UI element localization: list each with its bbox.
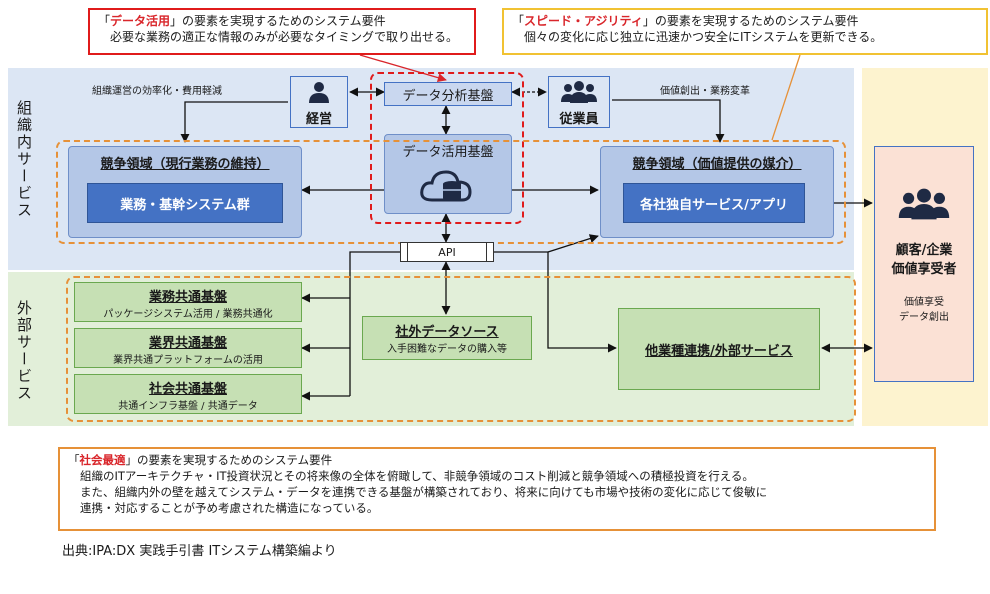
competitive-current-panel: 競争領域（現行業務の維持） 業務・基幹システム群 xyxy=(68,146,302,238)
outer-service-label: 外部サービス xyxy=(15,300,33,402)
data-utilization-label: データ活用基盤 xyxy=(402,145,494,160)
employees-label: 従業員 xyxy=(559,112,599,127)
cloud-database-icon xyxy=(420,170,472,202)
outer-service-group xyxy=(66,276,856,422)
api-label: API xyxy=(438,245,456,259)
callout-data-utilization: 「データ活用」の要素を実現するためのシステム要件 必要な業務の適正な情報のみが必… xyxy=(88,8,476,55)
competitive-value-title: 競争領域（価値提供の媒介） xyxy=(632,157,802,172)
customer-title1: 顧客/企業 xyxy=(895,243,953,258)
competitive-value-panel: 競争領域（価値提供の媒介） 各社独自サービス/アプリ xyxy=(600,146,834,238)
cross-industry-services: 他業種連携/外部サービス xyxy=(618,308,820,390)
callout-data-utilization-heading: 「データ活用」の要素を実現するためのシステム要件 xyxy=(98,14,386,28)
callout-social-heading: 「社会最適」の要素を実現するためのシステム要件 xyxy=(68,453,333,467)
customer-sub2: データ創出 xyxy=(899,312,949,323)
label-value-creation: 価値創出・業務変革 xyxy=(660,86,750,97)
group-icon xyxy=(561,81,597,103)
customer-box: 顧客/企業 価値享受者 価値享受 データ創出 xyxy=(874,146,974,382)
core-systems-box: 業務・基幹システム群 xyxy=(87,183,283,223)
own-services-box: 各社独自サービス/アプリ xyxy=(623,183,805,223)
callout-social-desc2: また、組織内外の壁を越えてシステム・データを連携できる基盤が構築されており、将来… xyxy=(80,485,768,499)
data-platform-group xyxy=(370,72,524,224)
social-common-platform: 社会共通基盤 共通インフラ基盤 / 共通データ xyxy=(74,374,302,414)
industry-common-title: 業界共通基盤 xyxy=(148,336,227,351)
person-icon xyxy=(309,82,329,103)
employees-box: 従業員 xyxy=(548,76,610,128)
social-common-title: 社会共通基盤 xyxy=(148,382,227,397)
management-box: 経営 xyxy=(290,76,348,128)
industry-common-sub: 業界共通プラットフォームの活用 xyxy=(113,355,263,366)
management-label: 経営 xyxy=(305,112,332,127)
callout-social-desc3: 連携・対応することが予め考慮された構造になっている。 xyxy=(80,501,379,515)
api-bar: API xyxy=(400,242,494,262)
external-data-title: 社外データソース xyxy=(395,325,499,340)
inner-service-label: 組織内サービス xyxy=(15,100,33,219)
callout-social-optimization: 「社会最適」の要素を実現するためのシステム要件 組織のITアーキテクチャ・IT投… xyxy=(58,447,936,531)
competitive-current-title: 競争領域（現行業務の維持） xyxy=(100,157,270,172)
label-efficiency: 組織運営の効率化・費用軽減 xyxy=(92,86,222,97)
biz-common-title: 業務共通基盤 xyxy=(148,290,227,305)
external-data-sub: 入手困難なデータの購入等 xyxy=(387,344,507,355)
biz-common-platform: 業務共通基盤 パッケージシステム活用 / 業務共通化 xyxy=(74,282,302,322)
external-data-source: 社外データソース 入手困難なデータの購入等 xyxy=(362,316,532,360)
customer-group-icon xyxy=(898,188,950,220)
source-credit: 出典:IPA:DX 実践手引書 ITシステム構築編より xyxy=(62,544,337,559)
data-analysis-platform: データ分析基盤 xyxy=(384,82,512,106)
customer-title2: 価値享受者 xyxy=(891,262,957,277)
cross-industry-label: 他業種連携/外部サービス xyxy=(645,343,793,359)
callout-speed-agility: 「スピード・アジリティ」の要素を実現するためのシステム要件 個々の変化に応じ独立… xyxy=(502,8,988,55)
biz-common-sub: パッケージシステム活用 / 業務共通化 xyxy=(103,309,273,320)
callout-speed-agility-heading: 「スピード・アジリティ」の要素を実現するためのシステム要件 xyxy=(512,14,859,28)
callout-data-utilization-desc: 必要な業務の適正な情報のみが必要なタイミングで取り出せる。 xyxy=(110,30,459,44)
industry-common-platform: 業界共通基盤 業界共通プラットフォームの活用 xyxy=(74,328,302,368)
data-utilization-platform: データ活用基盤 xyxy=(384,134,512,214)
callout-speed-agility-desc: 個々の変化に応じ独立に迅速かつ安全にITシステムを更新できる。 xyxy=(524,30,883,44)
callout-social-desc1: 組織のITアーキテクチャ・IT投資状況とその将来像の全体を俯瞰して、非競争領域の… xyxy=(80,469,754,483)
social-common-sub: 共通インフラ基盤 / 共通データ xyxy=(118,401,258,412)
customer-sub1: 価値享受 xyxy=(904,297,944,308)
